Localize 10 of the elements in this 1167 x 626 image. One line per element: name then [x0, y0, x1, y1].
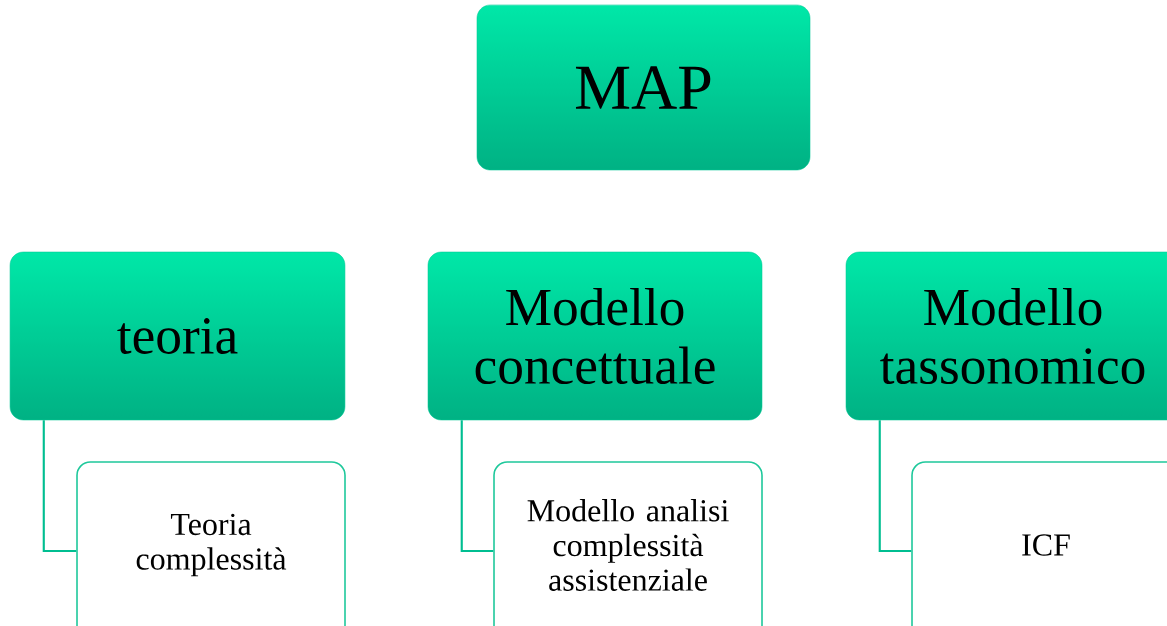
sub-box: Modello analisi complessità assistenziale — [493, 461, 763, 626]
heading-box: teoria — [9, 251, 346, 421]
connector-line — [878, 420, 912, 553]
connector-line — [42, 420, 77, 553]
sub-box: ICF — [911, 461, 1167, 626]
sub-box: Teoria complessità — [76, 461, 346, 626]
heading-box: MAP — [476, 4, 811, 171]
heading-box: Modello concettuale — [427, 251, 763, 421]
connector-line — [460, 420, 494, 553]
heading-box: Modello tassonomico — [845, 251, 1167, 421]
